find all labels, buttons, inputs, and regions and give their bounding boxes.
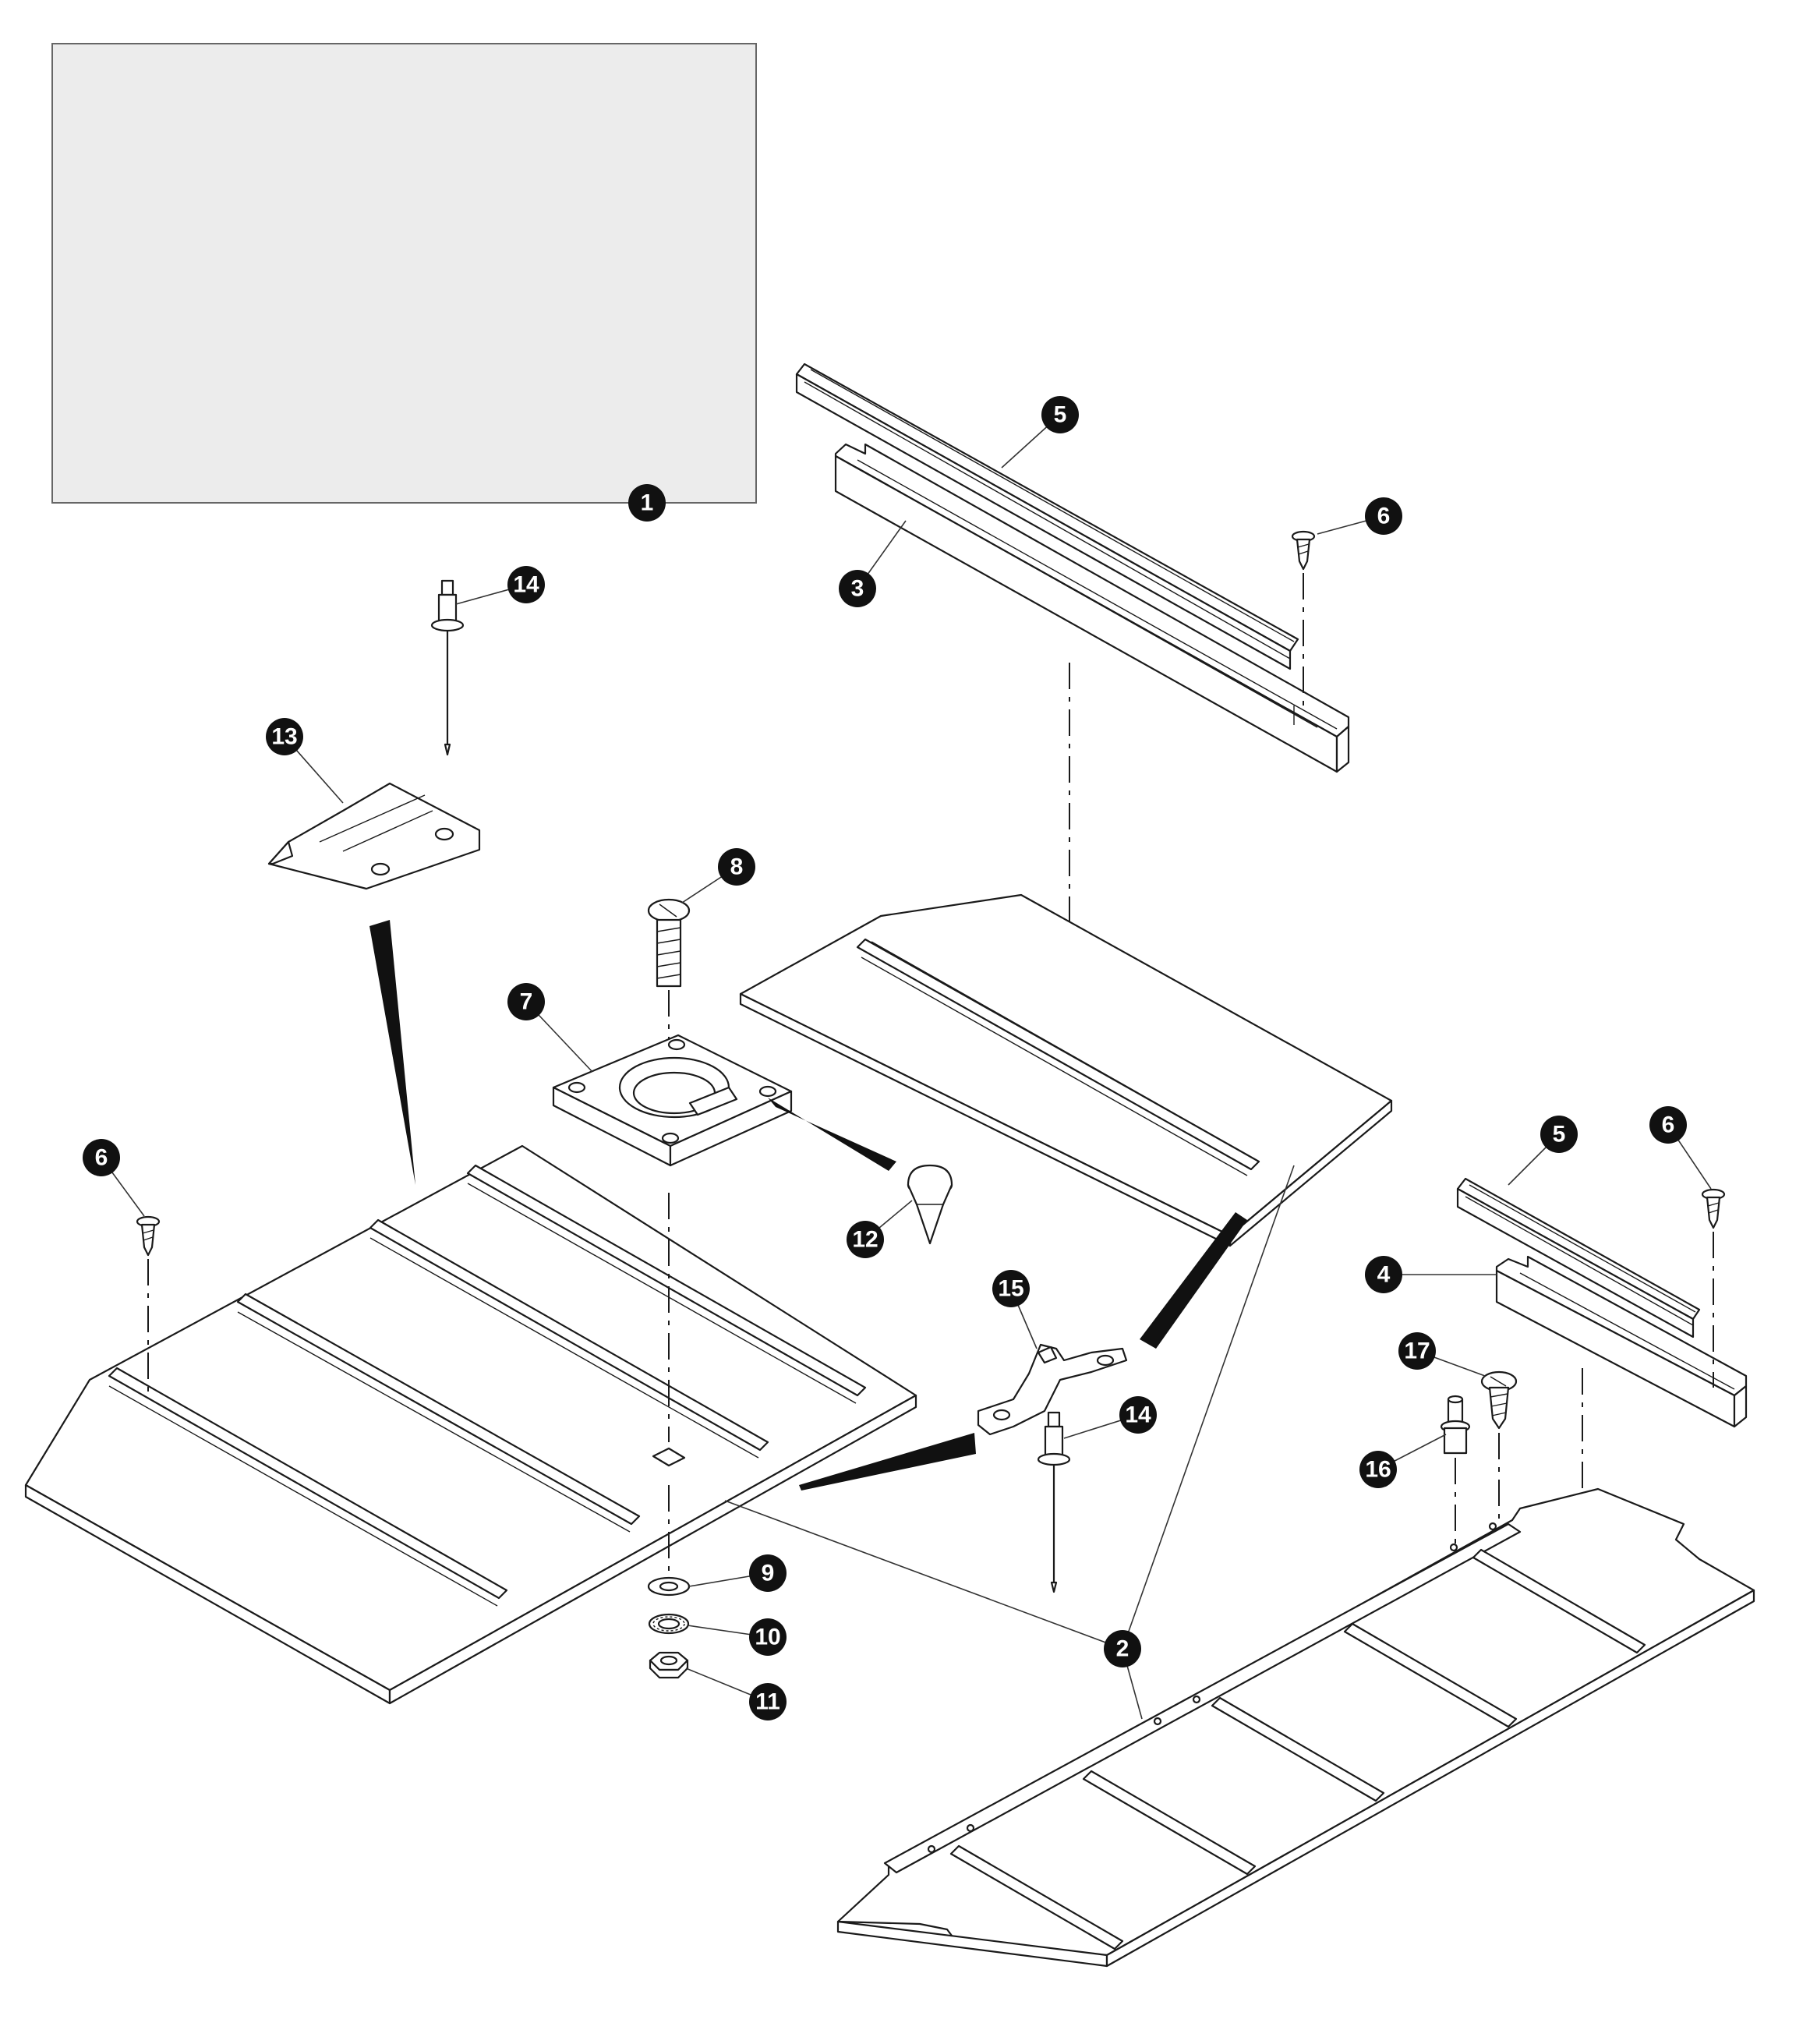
callout-14-bottom: 14 bbox=[1119, 1396, 1157, 1434]
svg-text:1: 1 bbox=[641, 490, 654, 516]
leader-2-left-panel bbox=[724, 1500, 1123, 1650]
part-13-bracket bbox=[267, 782, 481, 890]
callout-10: 10 bbox=[749, 1618, 787, 1656]
callout-8: 8 bbox=[718, 848, 755, 886]
svg-text:5: 5 bbox=[1553, 1122, 1566, 1148]
pointer-wedge-center bbox=[1140, 1212, 1247, 1349]
part-2-floor-panel-center bbox=[739, 893, 1393, 1247]
callout-6-right: 6 bbox=[1649, 1106, 1687, 1144]
callout-4: 4 bbox=[1365, 1256, 1402, 1293]
part-2-floor-panel-left bbox=[24, 1144, 917, 1705]
svg-text:4: 4 bbox=[1377, 1262, 1391, 1288]
callout-14-top: 14 bbox=[507, 566, 545, 603]
part-6-screw-right bbox=[1701, 1188, 1726, 1388]
callout-17: 17 bbox=[1398, 1332, 1436, 1370]
callout-16: 16 bbox=[1359, 1451, 1397, 1488]
callout-7: 7 bbox=[507, 983, 545, 1020]
part-5-rail-upper bbox=[795, 362, 1299, 670]
part-11-nut bbox=[649, 1651, 689, 1679]
part-7-flange-plate bbox=[552, 1034, 793, 1167]
callout-9: 9 bbox=[749, 1554, 787, 1592]
callout-3: 3 bbox=[839, 570, 876, 607]
leader-2-center-panel bbox=[1122, 1165, 1295, 1650]
svg-text:13: 13 bbox=[271, 724, 297, 750]
part-14-rivet-upper bbox=[430, 579, 465, 756]
svg-text:3: 3 bbox=[851, 576, 864, 602]
part-9-washer bbox=[647, 1576, 691, 1597]
part-2-floor-panel-right bbox=[836, 1487, 1755, 1968]
svg-text:17: 17 bbox=[1404, 1339, 1430, 1364]
svg-text:11: 11 bbox=[755, 1689, 780, 1715]
pointer-wedge-15 bbox=[799, 1433, 976, 1491]
svg-text:9: 9 bbox=[762, 1561, 775, 1586]
pointer-wedge-13 bbox=[369, 920, 415, 1185]
svg-text:6: 6 bbox=[1377, 504, 1391, 529]
part-15-strap-bracket bbox=[977, 1343, 1128, 1436]
callout-13: 13 bbox=[266, 718, 303, 755]
callout-6-left: 6 bbox=[83, 1139, 120, 1176]
svg-text:6: 6 bbox=[1662, 1112, 1675, 1138]
svg-text:5: 5 bbox=[1054, 402, 1067, 428]
part-10-lock-washer bbox=[648, 1613, 690, 1635]
callout-1: 1 bbox=[628, 484, 666, 522]
callout-5-right: 5 bbox=[1540, 1116, 1578, 1153]
pointer-wedge-12 bbox=[768, 1098, 896, 1171]
svg-text:16: 16 bbox=[1365, 1457, 1391, 1483]
svg-text:7: 7 bbox=[520, 989, 533, 1015]
part-12-cone-foot bbox=[907, 1164, 953, 1245]
part-16-stud bbox=[1440, 1395, 1471, 1547]
part-4-channel-rail bbox=[1495, 1255, 1748, 1428]
part-5-rail-right bbox=[1456, 1177, 1701, 1339]
svg-text:14: 14 bbox=[513, 572, 539, 598]
part-17-screw bbox=[1480, 1370, 1518, 1520]
svg-text:10: 10 bbox=[755, 1625, 780, 1650]
part-6-screw-left bbox=[136, 1215, 161, 1395]
part-14-rivet-lower bbox=[1037, 1411, 1071, 1593]
callout-2: 2 bbox=[1104, 1630, 1141, 1667]
callout-11: 11 bbox=[749, 1683, 787, 1720]
svg-text:8: 8 bbox=[730, 854, 744, 880]
svg-text:14: 14 bbox=[1125, 1402, 1151, 1428]
svg-text:15: 15 bbox=[998, 1276, 1023, 1302]
callout-12: 12 bbox=[847, 1221, 884, 1258]
callout-15: 15 bbox=[992, 1270, 1030, 1307]
callout-6-top: 6 bbox=[1365, 497, 1402, 535]
callout-5-top: 5 bbox=[1041, 396, 1079, 433]
part-8-bolt bbox=[647, 898, 691, 988]
svg-text:2: 2 bbox=[1116, 1636, 1129, 1662]
svg-text:12: 12 bbox=[852, 1227, 878, 1253]
svg-text:6: 6 bbox=[95, 1145, 108, 1171]
part-3-channel-rail bbox=[834, 443, 1350, 773]
part-1-panel bbox=[51, 43, 757, 504]
part-6-screw-top bbox=[1291, 530, 1316, 705]
